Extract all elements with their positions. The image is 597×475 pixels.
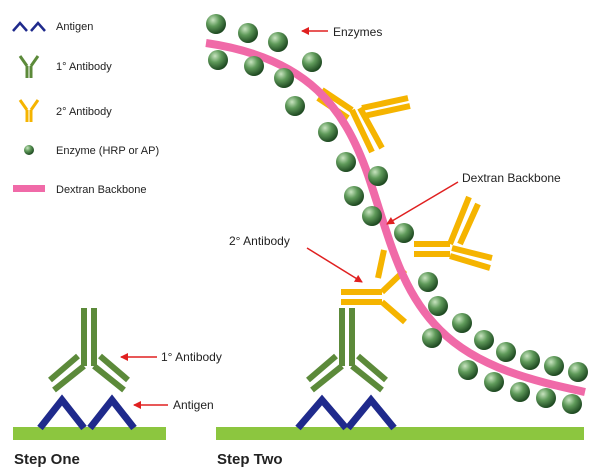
step-two-dextran-backbone-label: Dextran Backbone [462,171,561,185]
enzyme [544,356,564,376]
enzyme [536,388,556,408]
step-one-antigen-label: Antigen [173,398,214,412]
antigen-shape [295,394,349,431]
secondary-antibody-icon [18,99,40,122]
enzyme [418,272,438,292]
primary-antibody-icon [18,55,40,78]
legend: Antigen 1° Antibody 2° Antibody Enzyme (… [12,21,159,196]
enzyme [510,382,530,402]
enzyme [496,342,516,362]
enzyme [238,23,258,43]
dextran-backbone [205,39,586,396]
step-two-title: Step Two [217,451,283,468]
dextran-backbone-arrow [386,181,459,225]
step-one-title: Step One [14,451,80,468]
enzyme [302,52,322,72]
enzyme [208,50,228,70]
step-two-primary-antibody [306,308,388,393]
secondary-antibody-shape [414,195,493,271]
antigen-shape [37,394,87,431]
legend-label-antigen: Antigen [56,21,93,33]
enzyme [394,223,414,243]
dextran-backbone-icon [13,185,45,192]
enzyme [452,313,472,333]
step-one-panel: 1° Antibody Antigen Step One [13,308,222,468]
enzyme [562,394,582,414]
enzyme [422,328,442,348]
enzyme [484,372,504,392]
enzyme [362,206,382,226]
step-two-surface [216,427,584,440]
step-two-secondary-antibody-label: 2° Antibody [229,234,290,248]
enzyme [474,330,494,350]
enzyme [458,360,478,380]
enzyme-icon [24,145,34,155]
legend-label-dextran-backbone: Dextran Backbone [56,184,147,196]
step-two-panel: Enzymes Dextran Backbone 2° Antibody Ste… [205,14,588,468]
step-one-antigens [37,394,137,431]
secondary-antibody-shape [341,249,408,325]
enzyme [568,362,588,382]
step-two-antigens [295,394,397,431]
legend-label-enzyme: Enzyme (HRP or AP) [56,145,159,157]
step-two-enzymes-label: Enzymes [333,25,382,39]
enzyme [206,14,226,34]
secondary-antibody-shape [316,87,411,154]
enzyme [368,166,388,186]
step-one-primary-antibody-label: 1° Antibody [161,350,222,364]
legend-label-secondary-antibody: 2° Antibody [56,106,112,118]
step-one-primary-antibody [48,308,130,393]
enzyme [274,68,294,88]
antigen-icon [12,21,46,32]
enzyme [428,296,448,316]
antigen-shape [345,394,397,431]
enzyme [520,350,540,370]
legend-label-primary-antibody: 1° Antibody [56,61,112,73]
antigen-shape [87,394,137,431]
enzymes [206,14,588,414]
enzyme [285,96,305,116]
secondary-antibody-arrow [306,247,363,283]
enzyme [344,186,364,206]
enzyme [318,122,338,142]
enzyme [268,32,288,52]
enzyme [336,152,356,172]
enzyme [244,56,264,76]
step-one-surface [13,427,166,440]
